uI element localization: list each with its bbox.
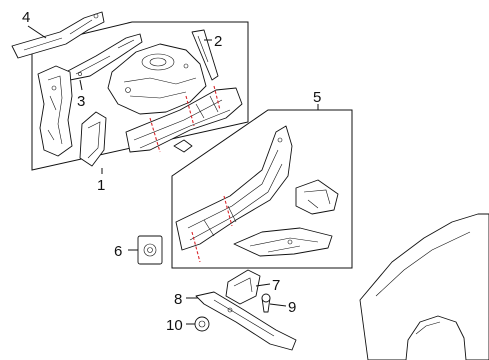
leader-line-7 — [255, 283, 271, 287]
lower-rail-assembly — [125, 87, 243, 153]
cut-mark — [185, 95, 195, 127]
leader-line-3 — [79, 79, 83, 91]
apron-assembly — [175, 125, 293, 251]
left-apron-panel — [37, 65, 73, 157]
callout-10: 10 — [166, 317, 183, 334]
part-9-clip — [261, 293, 271, 313]
callout-5: 5 — [313, 89, 321, 106]
cut-mark — [149, 117, 161, 153]
callout-6: 6 — [114, 243, 122, 260]
leader-line-9 — [269, 303, 287, 307]
cut-mark — [223, 195, 233, 227]
part-7-bracket — [225, 269, 261, 305]
callout-8: 8 — [174, 291, 182, 308]
callout-7: 7 — [272, 277, 280, 294]
part-4-upper-rail — [11, 11, 105, 59]
wheelhouse-bracket — [295, 179, 339, 215]
callout-3: 3 — [77, 93, 85, 110]
middle-bracket — [79, 111, 107, 167]
callout-2: 2 — [214, 33, 222, 50]
group-box-1 — [31, 21, 249, 171]
part-3-reinforcement — [65, 33, 143, 81]
callout-4: 4 — [22, 9, 30, 26]
callout-1: 1 — [97, 177, 105, 194]
callout-9: 9 — [288, 299, 296, 316]
fender — [359, 213, 489, 360]
group-box-5 — [171, 109, 353, 269]
cut-mark — [191, 231, 201, 263]
part-6-mount-plate — [137, 235, 163, 265]
part-2-vertical-brace — [191, 29, 219, 81]
shock-tower — [107, 43, 207, 115]
floor-extension-panel — [233, 227, 333, 257]
cut-mark — [213, 85, 221, 111]
part-8-crossmember — [195, 291, 297, 351]
part-10-nut — [194, 316, 210, 332]
leader-line-4 — [27, 25, 47, 39]
